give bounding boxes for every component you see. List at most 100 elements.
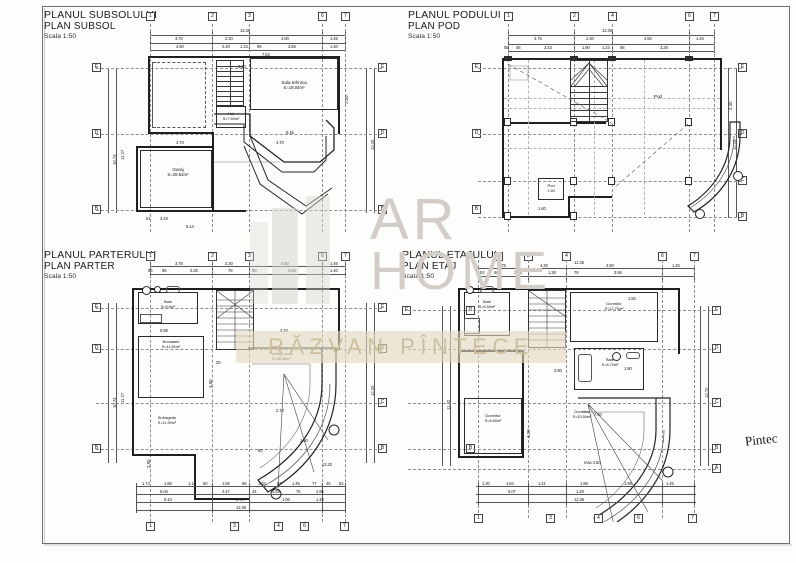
room-label-sufragerie: Sufragerie S=11.90m² bbox=[157, 415, 177, 425]
dim-r2-4: 90 bbox=[252, 268, 257, 273]
grid-bubble-b-7: 7 bbox=[688, 514, 697, 523]
dim-r1-3: 1.45 bbox=[672, 263, 680, 268]
plan-etaj-title: PLANUL ETAJULUI PLAN ETAJ Scala 1:50 bbox=[402, 250, 497, 281]
grid-bubble-C-right: C bbox=[712, 398, 721, 407]
dim-r2-6: 1.40 bbox=[330, 268, 338, 273]
grid-bubble-E: E bbox=[92, 63, 101, 72]
dim-eb2-1: 1.28 bbox=[576, 489, 584, 494]
signature: Pintec bbox=[744, 430, 779, 449]
dim-eb1-5: 1.45 bbox=[666, 481, 674, 486]
grid-bubble-B: B bbox=[472, 205, 481, 214]
dim-b4: 12.35 bbox=[236, 505, 246, 510]
dim-v-right-1: 12.25 bbox=[370, 139, 375, 150]
dim-eb1-1: 1.64 bbox=[506, 481, 514, 486]
grid-bubble-E-right: E bbox=[378, 303, 387, 312]
grid-bubble-D: D bbox=[92, 129, 101, 138]
grid-bubble-E: E bbox=[472, 63, 481, 72]
dim-parter-b: 2.70 bbox=[276, 408, 284, 413]
room-label-baie-1: Baie S=5.50m² bbox=[478, 299, 496, 309]
dim-garage-bottom: 3.19 bbox=[160, 216, 168, 221]
dim-b1-10: 45 bbox=[326, 481, 331, 486]
sheet-border bbox=[42, 6, 790, 544]
grid-bubble-B: B bbox=[92, 205, 101, 214]
plan-pod-title-ro: PLANUL PODULUI bbox=[408, 9, 501, 21]
dim-b2-1: 3.47 bbox=[222, 489, 230, 494]
dim-eb1-4: 1.96 bbox=[624, 481, 632, 486]
room-label-garaj: Garaj S=28.52m² bbox=[167, 167, 189, 177]
dim-r2-4: 3.56 bbox=[288, 44, 296, 49]
dim-r1-0: 3.75 bbox=[175, 261, 183, 266]
dim-r1-2: 4.90 bbox=[281, 36, 289, 41]
grid-bubble-D: D bbox=[472, 129, 481, 138]
grid-bubble-2: 2 bbox=[570, 12, 579, 21]
dim-r2-2: 1.15 bbox=[240, 44, 248, 49]
dim-b2-3: 1.65 bbox=[272, 489, 280, 494]
grid-bubble-6: 6 bbox=[318, 12, 327, 21]
plan-etaj-title-ro: PLANUL ETAJULUI bbox=[402, 249, 498, 261]
dim-r2-5: 1.40 bbox=[330, 44, 338, 49]
dim-b1-7: 97 bbox=[277, 481, 282, 486]
dim-b1-8: 1.45 bbox=[292, 481, 300, 486]
dim-r1-0: 3.70 bbox=[175, 36, 183, 41]
dim-b1-9: 77 bbox=[312, 481, 317, 486]
dim-pod-v: 2.30 bbox=[728, 101, 733, 110]
dim-r1-2: 4.50 bbox=[606, 263, 614, 268]
curved-bay-etaj bbox=[578, 397, 674, 522]
dim-b1-2: 1.14 bbox=[188, 481, 196, 486]
dim-r1-1: 4.30 bbox=[540, 263, 548, 268]
dim-b1-4: 1.55 bbox=[222, 481, 230, 486]
dim-v-left-2: 11.27 bbox=[120, 392, 125, 403]
plan-etaj-title-short: PLAN ETAJ bbox=[402, 261, 457, 272]
dim-parter-c: 1.50 bbox=[300, 438, 308, 443]
grid-bubble-E-right: E bbox=[738, 63, 747, 72]
dim-r2-3: 1.38 bbox=[548, 270, 556, 275]
dim-etaj-f: 4.20 bbox=[526, 429, 531, 438]
dim-r2-2: 3.56 bbox=[514, 270, 522, 275]
dim-etaj-c: 1.90 bbox=[624, 366, 632, 371]
dim-etaj-e: max 4.50 bbox=[584, 460, 601, 465]
dim-b3-3: 1.48 bbox=[316, 497, 324, 502]
dim-r1-2: 4.50 bbox=[281, 261, 289, 266]
grid-bubble-3: 3 bbox=[245, 12, 254, 21]
dim-r2-3: 1.90 bbox=[582, 45, 590, 50]
dim-r1-2: 4.50 bbox=[644, 36, 652, 41]
dim-r2-1: 48 bbox=[516, 45, 521, 50]
room-label-pod-2: Pod 1.60 bbox=[547, 183, 555, 193]
dim-parter-a: 4.20 bbox=[280, 328, 288, 333]
grid-bubble-B-right: B bbox=[712, 444, 721, 453]
dim-r2-2: 3.43 bbox=[544, 45, 552, 50]
grid-bubble-B-right: B bbox=[378, 205, 387, 214]
dim-sub-b1: 51 bbox=[146, 216, 151, 221]
dim-b1-3: 50 bbox=[203, 481, 208, 486]
dim-b2-5: 2.95 bbox=[316, 489, 324, 494]
dim-r2-0: 55 bbox=[504, 45, 509, 50]
grid-bubble-2: 2 bbox=[208, 12, 217, 21]
dim-overall: 12.35 bbox=[574, 260, 584, 265]
room-label-dormitor-2: Dormitor S=8.80m² bbox=[484, 413, 502, 423]
plan-pod: PLANUL PODULUI PLAN POD Scala 1:50 1 2 4… bbox=[398, 0, 796, 248]
dim-etaj-a: 7.40 bbox=[594, 412, 602, 417]
grid-bubble-D-right: D bbox=[738, 129, 747, 138]
plan-subsol-scale: Scala 1:50 bbox=[44, 33, 77, 40]
dim-r2-5: 3.56 bbox=[614, 270, 622, 275]
dim-sub-b2: 5.14 bbox=[186, 224, 194, 229]
dim-b1-11: 52 bbox=[339, 481, 344, 486]
plan-etaj: PLANUL ETAJULUI PLAN ETAJ Scala 1:50 2 3… bbox=[398, 248, 796, 563]
dim-r1-1: 2.30 bbox=[225, 36, 233, 41]
grid-bubble-1: 1 bbox=[504, 12, 513, 21]
dim-sub-t2: 7.63 bbox=[262, 52, 270, 57]
dim-v-right-1: 12.25 bbox=[370, 385, 375, 396]
grid-bubble-E-right: E bbox=[378, 63, 387, 72]
dim-r2-0: 4.90 bbox=[176, 44, 184, 49]
grid-bubble-7: 7 bbox=[341, 12, 350, 21]
dim-b1-1: 1.86 bbox=[164, 481, 172, 486]
grid-bubble-B: B bbox=[92, 444, 101, 453]
grid-bubble-7: 7 bbox=[710, 12, 719, 21]
sheet-shadow bbox=[44, 544, 792, 547]
grid-bubble-A-right: A bbox=[712, 464, 721, 473]
dim-r2-3: 78 bbox=[228, 268, 233, 273]
dim-b3-1: 2.79 bbox=[236, 497, 244, 502]
grid-bubble-b-1: 1 bbox=[474, 514, 483, 523]
dim-eb2-2: 12.36 bbox=[574, 497, 584, 502]
plan-pod-title-short: PLAN POD bbox=[408, 21, 461, 32]
